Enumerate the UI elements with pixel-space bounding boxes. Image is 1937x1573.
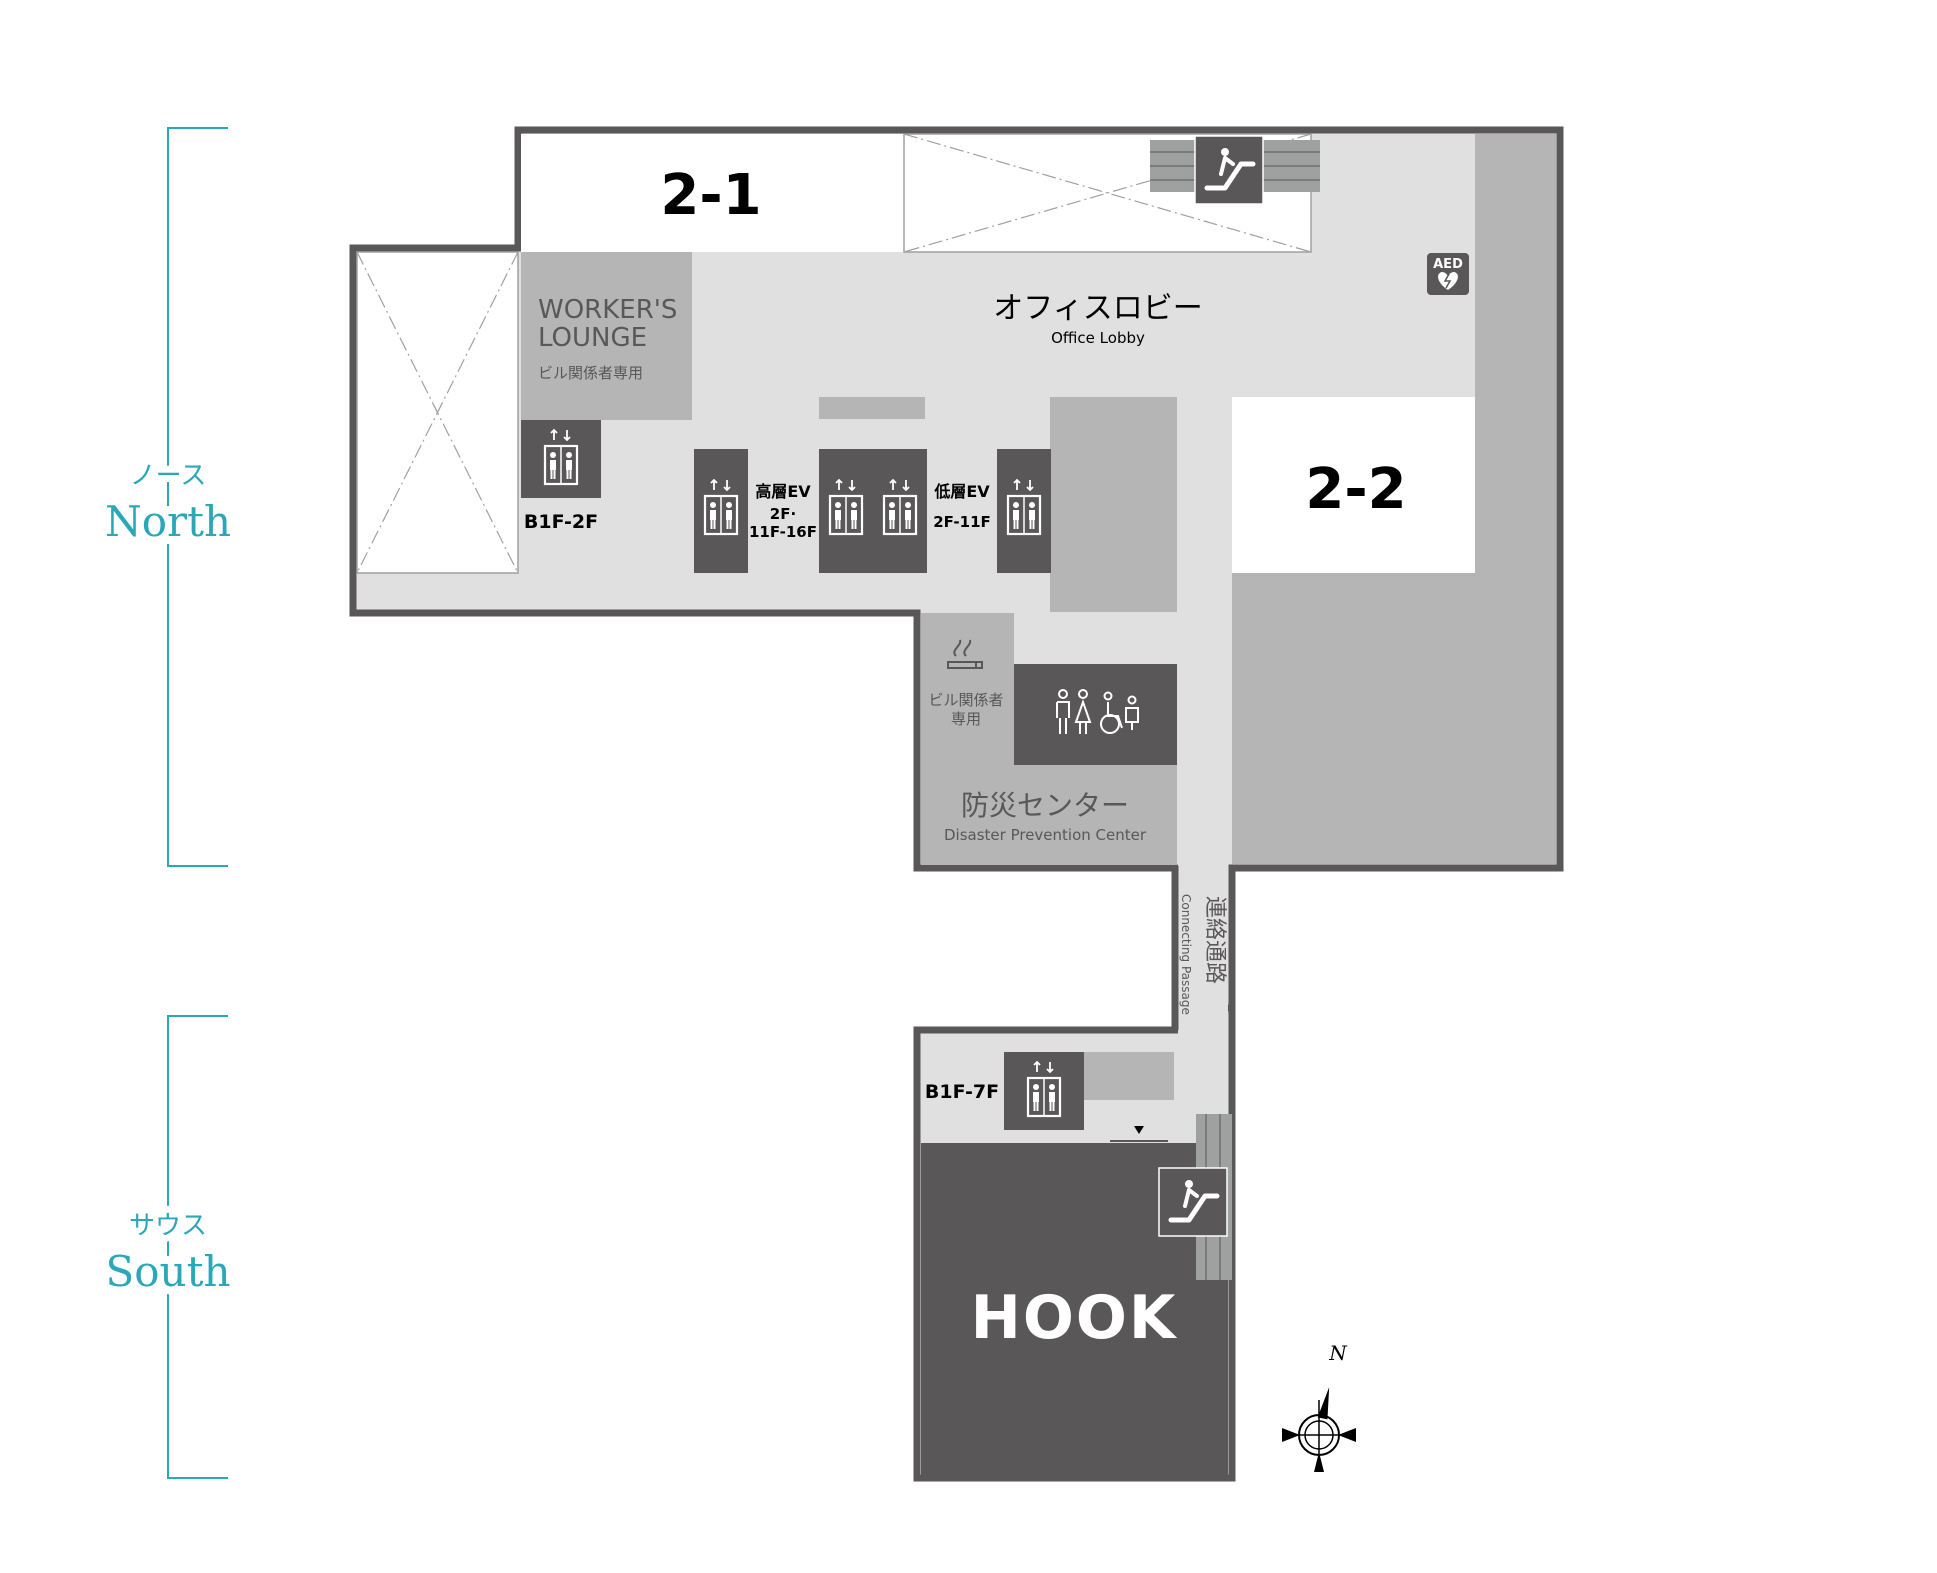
elevator-west[interactable] <box>521 420 601 498</box>
passage-label-en: Connecting Passage <box>1179 894 1193 1015</box>
connecting-passage[interactable] <box>1178 864 1228 1034</box>
elevator-high-1[interactable] <box>694 449 748 573</box>
zone-south-label-jp: サウス <box>129 1211 207 1241</box>
passage-label-jp: 連絡通路 <box>1202 896 1227 984</box>
elevator-low-range: 2F-11F <box>933 513 991 531</box>
escalator-icon <box>1195 136 1263 204</box>
lobby-label-jp: オフィスロビー <box>993 291 1202 326</box>
restroom-icon <box>1056 689 1092 734</box>
elevator-high-range-2: 11F-16F <box>749 523 817 541</box>
accessible-toilet-icon <box>1100 691 1139 734</box>
smoking-icon <box>947 639 983 669</box>
lobby-label-en: Office Lobby <box>1051 329 1145 347</box>
room-2-2[interactable] <box>1232 397 1475 573</box>
compass-north-label: N <box>1328 1341 1348 1365</box>
room-2-1[interactable] <box>521 134 904 252</box>
elevator-low-title: 低層EV <box>933 482 990 501</box>
south-lobby-gray <box>1084 1052 1174 1100</box>
elevator-south-label: B1F-7F <box>925 1081 999 1103</box>
escalator-south[interactable] <box>1159 1114 1232 1280</box>
room-2-2-label: 2-2 <box>1305 457 1406 522</box>
escalator-icon <box>1159 1168 1227 1236</box>
room-2-1-label: 2-1 <box>660 163 761 228</box>
zone-bracket-north <box>167 127 228 867</box>
compass-rose-icon <box>1282 1387 1356 1472</box>
aed-label: AED <box>1433 257 1463 272</box>
lounge-label-jp: ビル関係者専用 <box>538 364 643 382</box>
elevator-high-2[interactable] <box>819 449 873 573</box>
core-strip <box>819 397 925 419</box>
zone-bracket-south <box>167 1015 228 1479</box>
aed-marker[interactable]: AED <box>1427 253 1469 295</box>
lounge-label-en-2: LOUNGE <box>538 323 647 353</box>
restrooms[interactable] <box>1014 664 1177 765</box>
elevator-low-1[interactable] <box>873 449 927 573</box>
elevator-high-title: 高層EV <box>755 482 811 501</box>
zone-south-label-en: South <box>105 1247 230 1296</box>
elevator-south[interactable] <box>1004 1052 1084 1130</box>
elevator-low-2[interactable] <box>997 449 1051 573</box>
hook-logo: HOOK <box>971 1283 1178 1353</box>
smoking-room[interactable] <box>921 613 1014 765</box>
elevator-high-range-1: 2F· <box>770 505 796 523</box>
escalator-top[interactable] <box>1150 136 1320 204</box>
smoking-label-jp-1: ビル関係者 <box>928 691 1003 709</box>
entrance-arrow-icon <box>1134 1126 1144 1134</box>
disaster-prevention-center[interactable] <box>921 765 1177 865</box>
core-block <box>1050 397 1177 612</box>
zone-north-label-jp: ノース <box>130 461 207 491</box>
void-west <box>356 251 519 574</box>
disaster-label-en: Disaster Prevention Center <box>944 826 1147 844</box>
disaster-label-jp: 防災センター <box>961 789 1129 822</box>
smoking-label-jp-2: 専用 <box>951 710 981 728</box>
zone-north-label-en: North <box>105 497 231 546</box>
lounge-label-en-1: WORKER'S <box>538 295 677 325</box>
elevator-west-label: B1F-2F <box>524 511 598 533</box>
east-service-area <box>1232 134 1556 864</box>
workers-lounge[interactable] <box>521 252 692 420</box>
